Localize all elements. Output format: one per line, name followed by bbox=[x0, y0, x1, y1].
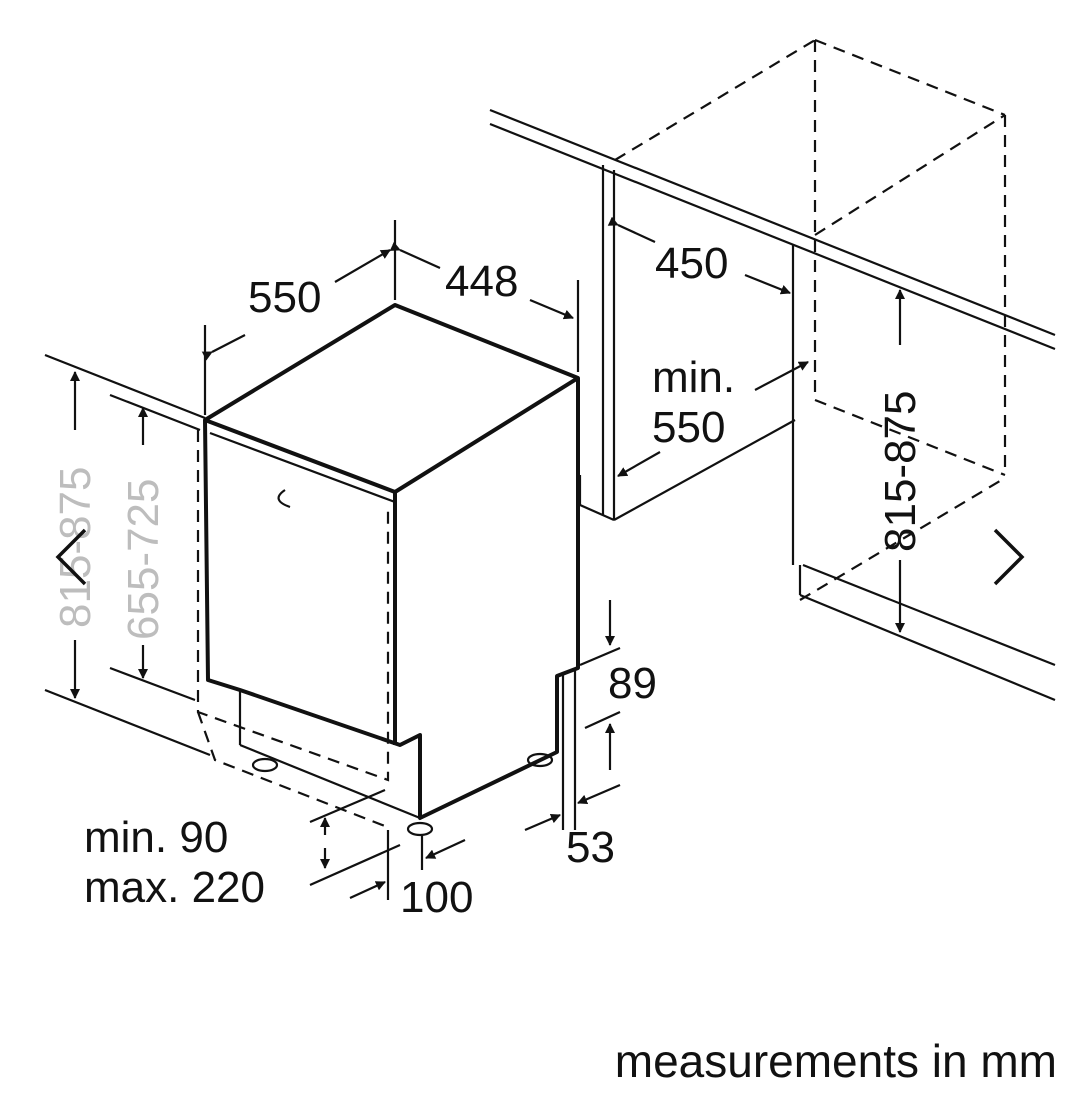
height-left-outer-label: 815-875 bbox=[51, 467, 100, 628]
niche-height-right-label: 815-875 bbox=[876, 391, 925, 552]
plinth-top-label: 89 bbox=[608, 659, 657, 708]
dimension-labels: 550 448 450 min. 550 815-875 815-875 655… bbox=[51, 239, 925, 922]
countertop-and-cabinet bbox=[489, 38, 1056, 702]
plinth-setback-label: 100 bbox=[400, 873, 473, 922]
height-left-inner-label: 655-725 bbox=[119, 479, 168, 640]
niche-depth-label-line1: min. bbox=[652, 353, 735, 402]
plinth-range-label-line2: max. 220 bbox=[84, 863, 265, 912]
dimension-lines bbox=[70, 216, 905, 900]
floor-lines bbox=[44, 353, 211, 757]
measurement-unit-caption: measurements in mm bbox=[615, 1035, 1057, 1087]
previous-image-button[interactable] bbox=[40, 515, 100, 605]
dishwasher-body bbox=[196, 303, 580, 837]
depth-label: 550 bbox=[248, 273, 321, 322]
chevron-left-icon bbox=[55, 528, 87, 586]
plinth-bottom-label: 53 bbox=[566, 823, 615, 872]
width-label: 448 bbox=[445, 257, 518, 306]
next-image-button[interactable] bbox=[980, 515, 1040, 605]
plinth-range-label-line1: min. 90 bbox=[84, 813, 228, 862]
chevron-right-icon bbox=[993, 528, 1025, 586]
cabinet-depth-label: 450 bbox=[655, 239, 728, 288]
niche-depth-label-line2: 550 bbox=[652, 403, 725, 452]
